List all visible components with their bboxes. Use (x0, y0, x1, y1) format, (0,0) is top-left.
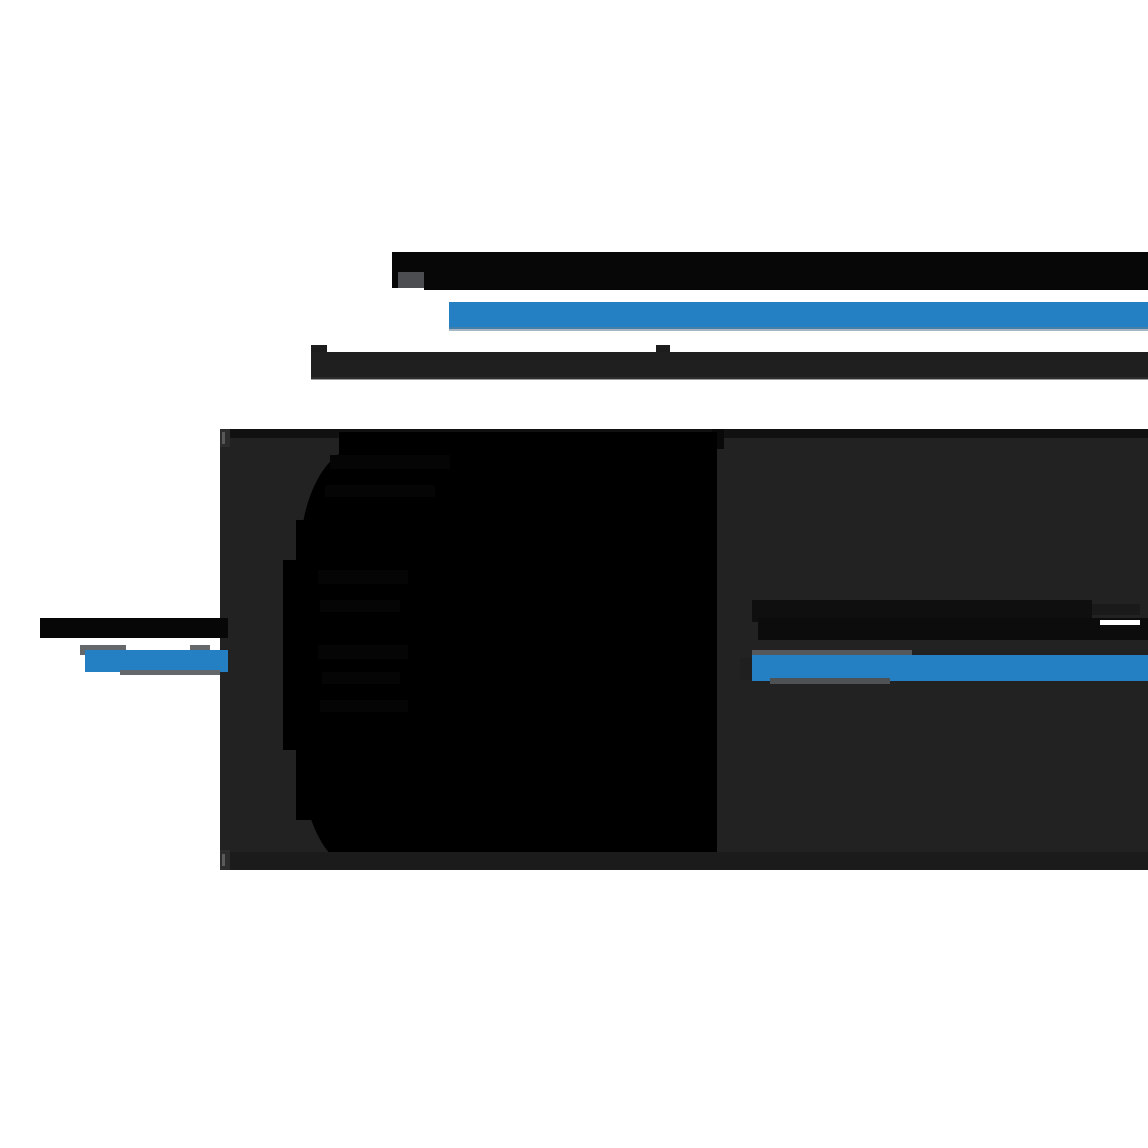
panel-resize-handle-bottom-left[interactable] (220, 850, 230, 870)
primary-action-underline (449, 327, 1148, 331)
right-callout-label-tail (1092, 604, 1140, 615)
right-callout-label-line1 (752, 600, 1092, 622)
right-callout-link[interactable] (752, 655, 1148, 681)
left-callout-label (40, 618, 228, 638)
left-link-underline (120, 670, 220, 675)
subheading-text (311, 352, 1148, 379)
right-link-notch-icon (740, 658, 754, 680)
heading-glyph-icon (398, 272, 426, 288)
viewport-band (318, 645, 408, 659)
left-callout-link[interactable] (85, 650, 228, 672)
subheading-divider (311, 377, 1148, 380)
viewport-band (320, 700, 408, 712)
viewport-band (330, 455, 450, 469)
right-link-ghost (752, 650, 912, 659)
primary-action-button[interactable] (449, 302, 1148, 329)
right-link-underline (770, 678, 890, 684)
accent-tick-icon (1100, 620, 1140, 625)
panel-handle-bottom-tick-icon (222, 854, 225, 866)
page-subtitle (424, 268, 1148, 290)
right-callout-label-line2 (758, 618, 1148, 640)
panel-resize-handle-top-left[interactable] (220, 429, 230, 447)
viewport-band (320, 600, 400, 612)
panel-handle-tick-icon (222, 432, 225, 444)
viewport-band (318, 570, 408, 584)
viewport-band (325, 485, 435, 497)
content-panel-bottom-rail (220, 852, 1148, 870)
viewport-band (322, 672, 400, 684)
